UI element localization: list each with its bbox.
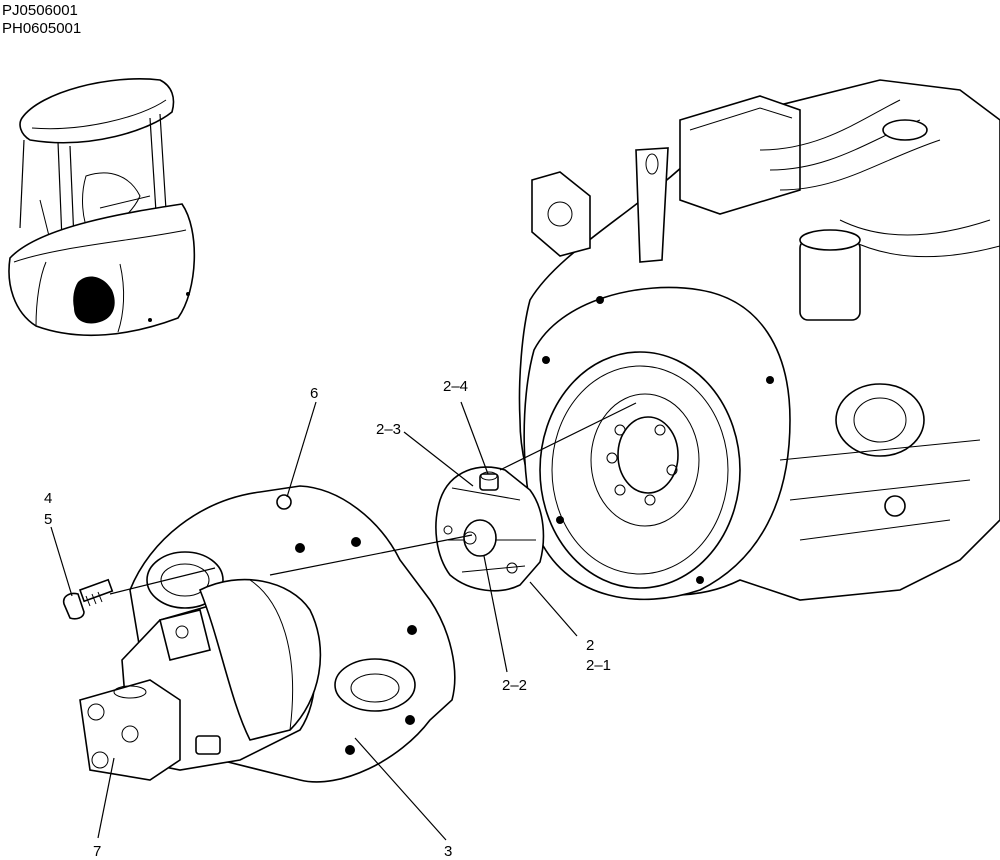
callout-labels: 6 2–4 2–3 4 5 2 2–1 2–2 7 3: [44, 378, 611, 860]
drawing-code-1: PJ0506001: [2, 2, 78, 19]
coupling-assembly: [435, 466, 545, 592]
assembly-axis-lines: [109, 402, 637, 595]
leader-lines: [50, 401, 578, 841]
callout-2-1: 2–1: [586, 657, 611, 674]
callout-2-4: 2–4: [443, 378, 468, 395]
callout-3: 3: [444, 843, 452, 860]
callout-7: 7: [93, 843, 101, 860]
callout-5: 5: [44, 511, 52, 528]
bolt-part: [62, 578, 114, 620]
machine-location-inset: [8, 78, 196, 337]
drawing-code-2: PH0605001: [2, 20, 82, 37]
callout-2-2: 2–2: [502, 677, 527, 694]
callout-2: 2: [586, 637, 594, 654]
drawing-codes: PJ0506001 PH0605001: [2, 2, 81, 38]
hydraulic-pump: [79, 578, 322, 781]
callout-2-3: 2–3: [376, 421, 401, 438]
callout-4: 4: [44, 490, 52, 507]
callout-6: 6: [310, 385, 318, 402]
engine-assembly: [518, 79, 1000, 601]
